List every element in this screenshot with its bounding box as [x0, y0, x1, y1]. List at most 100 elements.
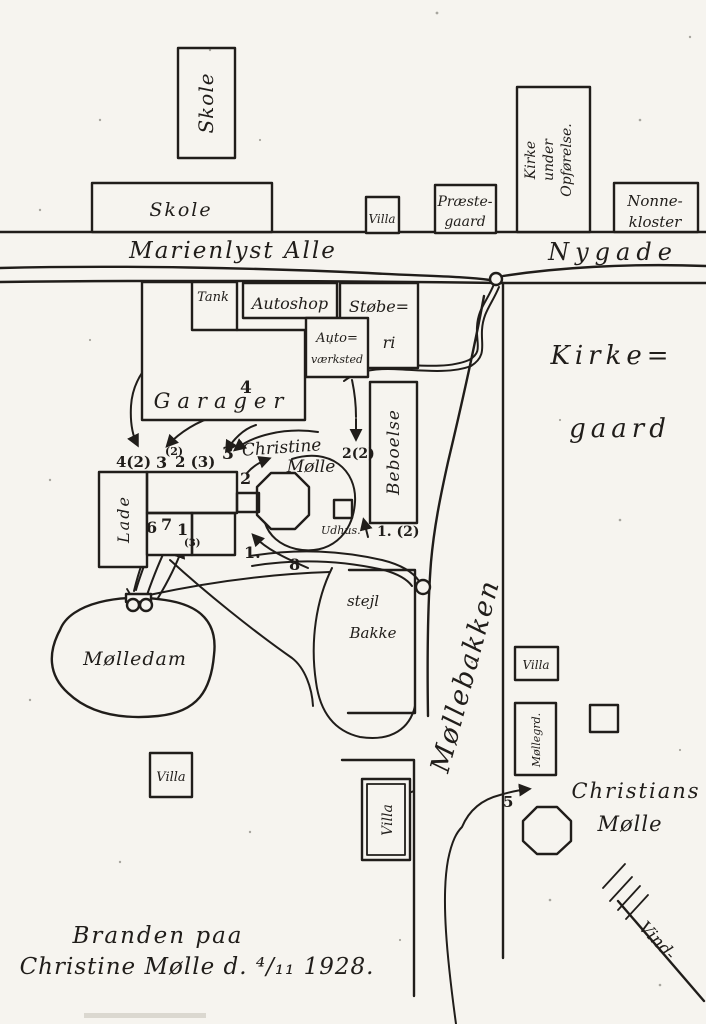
building-skole	[90, 181, 274, 234]
building-villa-marienlyst	[364, 195, 401, 235]
caption: Branden paa Christine Mølle d. ⁴/₁₁ 1928…	[20, 923, 375, 980]
annot-3b: 3	[222, 444, 234, 464]
building-autovaerksted	[304, 316, 370, 379]
building-beboelse	[368, 380, 419, 525]
building-praestegaard	[433, 183, 498, 235]
label-christians-1: Christians	[571, 779, 700, 803]
label-kirkegaard-1: Kirke=	[549, 341, 673, 371]
annot-6: 6	[146, 518, 157, 537]
nygade-south-edge	[501, 263, 706, 278]
label-lade: Lade	[114, 495, 133, 544]
label-stejl-1: stejl	[347, 592, 379, 610]
building-villa-kirkegaard	[513, 645, 560, 682]
moellebakken-west-edge-upper	[426, 294, 486, 718]
scan-speckles	[28, 11, 692, 1018]
building-kirke-under-opfoerelse	[515, 85, 592, 234]
mill-tower-octagon	[255, 471, 311, 531]
number-annotations: 4 4(2) 3 (2) 2 (3) 3 2 2(2) 1. (2) 6 7 1…	[116, 378, 513, 811]
street-label-marienlyst: Marienlyst Alle	[128, 238, 337, 264]
mill-neck	[235, 491, 261, 514]
christians-moelle-octagon	[521, 805, 573, 856]
label-praestegaard-2: gaard	[444, 214, 485, 230]
hose-cross-1	[169, 559, 314, 707]
label-kirke-3: Opførelse.	[559, 123, 575, 196]
arrow-1-2	[359, 517, 373, 538]
label-stoeberi-2: ri	[383, 333, 396, 352]
hose-to-3b	[232, 429, 319, 452]
hose-to-2-3	[224, 424, 257, 454]
annot-1: 1	[177, 520, 188, 539]
label-skole: Skole	[149, 199, 212, 221]
label-beboelse: Beboelse	[384, 409, 404, 496]
mill-burned-block-lower	[190, 511, 237, 557]
stejl-bakke-fence	[346, 568, 417, 715]
annot-5: 5	[503, 793, 513, 811]
hydrant-hose-b	[343, 286, 500, 382]
wind-label: Vind-	[634, 918, 679, 965]
building-skole-north	[176, 46, 237, 160]
buildings	[50, 46, 700, 862]
label-autovaerksted-2: værksted	[311, 353, 363, 366]
hose-to-2-2-stem	[351, 379, 357, 418]
caption-line1: Branden paa	[71, 923, 243, 949]
annot-1-2: 1. (2)	[377, 524, 419, 540]
annot-3-sup: (2)	[165, 445, 183, 458]
wind-shaft	[616, 899, 706, 1003]
annot-4-2: 4(2)	[116, 453, 151, 471]
street-label-nygade: Nygade	[547, 238, 678, 266]
label-autoshop: Autoshop	[250, 294, 328, 313]
building-udhus	[332, 498, 354, 520]
tank-compartment	[190, 280, 239, 332]
building-villa-moelledam	[148, 751, 194, 799]
wind-arrow	[602, 863, 706, 1003]
marienlyst-south-edge-1	[0, 265, 492, 282]
hose-cross-2	[148, 571, 331, 596]
label-nonnekloster-2: kloster	[629, 213, 683, 231]
annot-2: 2	[240, 469, 251, 488]
building-lade	[97, 470, 149, 569]
label-villa-marienlyst: Villa	[368, 212, 395, 226]
hose-5	[443, 783, 532, 1024]
label-mill-2: Mølle	[286, 457, 336, 477]
building-autoshop	[241, 281, 339, 320]
hose-8-band-b	[251, 560, 413, 587]
caption-line2: Christine Mølle d. ⁴/₁₁ 1928.	[20, 954, 375, 980]
scan-smudge	[84, 1013, 206, 1018]
label-tank: Tank	[197, 290, 229, 305]
annot-4: 4	[240, 378, 252, 398]
mill-burned-block-top	[145, 470, 239, 515]
annot-1dot: 1.	[244, 543, 261, 562]
annot-2-3: 2 (3)	[175, 453, 215, 471]
street-label-moellebakken: Møllebakken	[425, 576, 507, 777]
label-udhus: Udhus.	[321, 524, 361, 537]
label-stejl-2: Bakke	[348, 624, 396, 642]
building-moellegaard	[513, 701, 558, 777]
mill-yard-outline	[264, 454, 357, 552]
label-stoeberi-1: Støbe=	[349, 297, 409, 316]
building-small-square	[588, 703, 620, 734]
wind-feathers	[602, 863, 649, 920]
arrow-2	[246, 456, 272, 474]
label-villa-moellebakken: Villa	[380, 804, 396, 836]
label-villa-kirkegaard: Villa	[522, 658, 549, 672]
loop-around-stejl-bakke	[312, 567, 416, 739]
label-nonnekloster-1: Nonne-	[626, 192, 682, 210]
hose-8-band-a	[249, 550, 420, 582]
hydrant-circle	[488, 271, 504, 287]
label-skole-north: Skole	[194, 72, 218, 133]
label-kirke-group: Kirke under Opførelse.	[523, 123, 575, 196]
building-villa-moellebakken-inner	[366, 783, 406, 856]
annot-1-sub: (3)	[184, 538, 200, 549]
side-street-corner	[340, 758, 416, 998]
label-moelledam: Mølledam	[82, 648, 187, 670]
label-garager: Garager	[154, 389, 291, 413]
label-kirke-2: under	[541, 138, 557, 181]
annot-3: 3	[156, 453, 167, 472]
label-christians-2: Mølle	[596, 812, 662, 836]
pump-wheel-left	[125, 597, 141, 613]
label-moellegaard: Møllegrd.	[530, 713, 543, 768]
label-villa-moelledam: Villa	[156, 770, 185, 785]
nozzle-circle	[414, 578, 432, 596]
pump-wheel-right	[138, 597, 154, 613]
